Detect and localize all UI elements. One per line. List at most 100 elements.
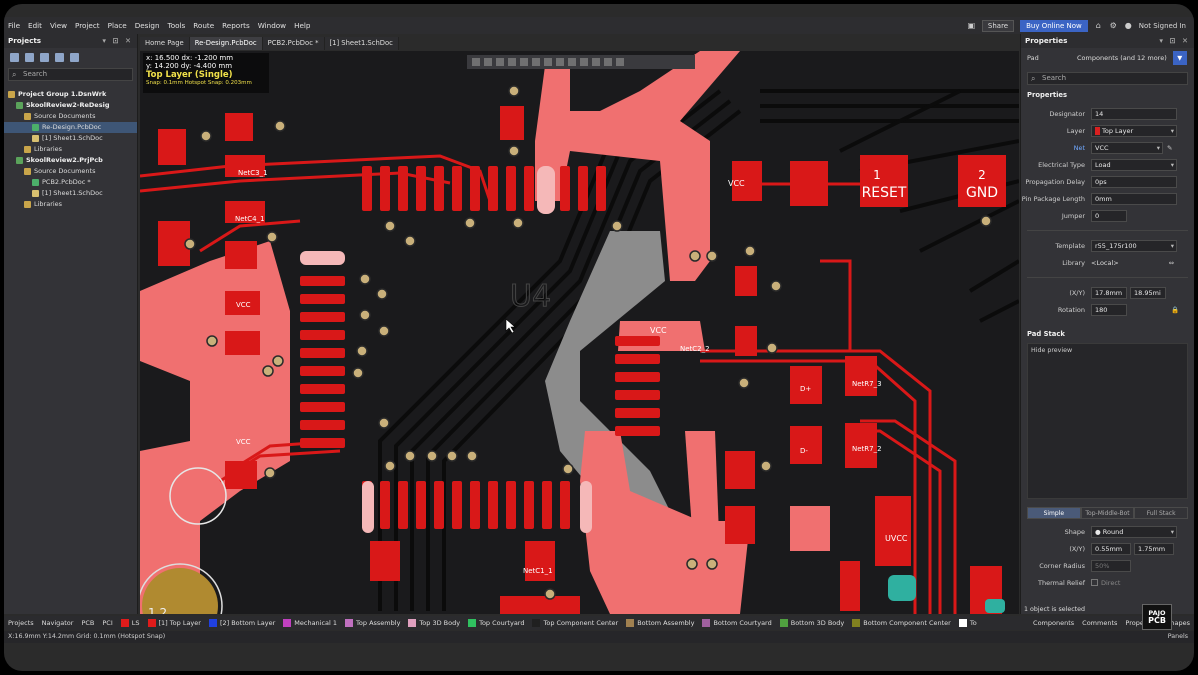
share-button[interactable]: Share [981, 19, 1015, 32]
via-icon[interactable] [544, 58, 552, 66]
pad-stack-tab[interactable]: Full Stack [1134, 507, 1189, 519]
layer-tab[interactable]: Top Component Center [528, 619, 622, 627]
home-icon[interactable]: ⌂ [1095, 21, 1101, 30]
layer-tab[interactable]: [2] Bottom Layer [205, 619, 279, 627]
pcb-drawing[interactable]: 1 RESET 2 GND NetC3_1 NetC4_1 VCC VCC VC… [140, 51, 1019, 614]
menu-route[interactable]: Route [193, 21, 215, 30]
electrical-type-select[interactable]: Load [1091, 158, 1177, 171]
layer-tab[interactable]: Bottom Courtyard [698, 619, 775, 627]
tree-item[interactable]: PCB2.PcbDoc * [4, 177, 137, 188]
layer-tab[interactable]: Bottom 3D Body [776, 619, 849, 627]
track-icon[interactable] [556, 58, 564, 66]
panel-tab[interactable]: Shapes [1166, 619, 1190, 627]
doc-tab[interactable]: Re-Design.PcbDoc [189, 37, 263, 50]
template-select[interactable]: r55_175r100 [1091, 239, 1177, 252]
filter-object-value[interactable]: Components (and 12 more) [1077, 54, 1167, 62]
lock-icon[interactable]: 🔒 [1171, 305, 1180, 314]
panels-button[interactable]: Panels [1167, 633, 1188, 640]
x-input[interactable]: 17.8mm [1091, 286, 1127, 299]
panel-tab[interactable]: Navigator [41, 619, 74, 627]
propagation-delay-input[interactable]: 0ps [1091, 175, 1177, 188]
filter-icon[interactable]: ▼ [1172, 51, 1187, 65]
tree-item[interactable]: Project Group 1.DsnWrk [4, 89, 137, 100]
filter-icon[interactable] [472, 58, 480, 66]
layer-tab[interactable]: Bottom Component Center [848, 619, 955, 627]
section-properties[interactable]: Properties [1027, 91, 1068, 99]
jumper-stepper[interactable]: 0 [1091, 209, 1127, 222]
pad-icon[interactable] [532, 58, 540, 66]
shape-y-input[interactable]: 1.75mm [1134, 542, 1174, 555]
pad-stack-tab[interactable]: Top-Middle-Bot [1080, 507, 1135, 519]
doc-tab[interactable]: PCB2.PcbDoc * [262, 37, 325, 50]
project-icon[interactable] [55, 52, 64, 62]
place-icon[interactable] [520, 58, 528, 66]
buy-online-button[interactable]: Buy Online Now [1020, 19, 1088, 32]
gear-icon[interactable]: ⚙ [1109, 21, 1117, 30]
sign-in-status[interactable]: Not Signed In [1138, 21, 1186, 30]
pen-icon[interactable]: ✎ [1167, 143, 1173, 152]
pcb-canvas[interactable]: 1 RESET 2 GND NetC3_1 NetC4_1 VCC VCC VC… [140, 51, 1019, 614]
panel-tab[interactable]: Components [1033, 619, 1075, 627]
tree-item[interactable]: Libraries [4, 199, 137, 210]
tree-item[interactable]: SkoolReview2-ReDesig [4, 100, 137, 111]
panel-controls[interactable]: ▾ ⊡ ✕ [102, 36, 133, 45]
panel-tab[interactable]: Comments [1082, 619, 1118, 627]
user-icon[interactable]: ● [1124, 21, 1132, 30]
save-icon[interactable] [25, 52, 34, 62]
tree-item[interactable]: Libraries [4, 144, 137, 155]
layer-tab[interactable]: Top Courtyard [464, 619, 528, 627]
tree-item[interactable]: Source Documents [4, 111, 137, 122]
menu-place[interactable]: Place [107, 21, 127, 30]
keepout-icon[interactable] [592, 58, 600, 66]
component-icon[interactable] [580, 58, 588, 66]
layer-tab[interactable]: [1] Top Layer [144, 619, 205, 627]
menu-help[interactable]: Help [294, 21, 311, 30]
layer-select[interactable]: Top Layer [1091, 124, 1177, 137]
measure-icon[interactable] [616, 58, 624, 66]
menu-window[interactable]: Window [257, 21, 287, 30]
menu-edit[interactable]: Edit [28, 21, 42, 30]
panel-tab[interactable]: PCB [81, 619, 95, 627]
panel-tab[interactable]: Projects [8, 619, 34, 627]
shape-x-input[interactable]: 0.55mm [1091, 542, 1131, 555]
layer-tab[interactable]: LS [117, 619, 144, 627]
gear-icon[interactable] [10, 52, 19, 62]
thermal-relief-checkbox[interactable] [1091, 579, 1098, 586]
menu-view[interactable]: View [49, 21, 68, 30]
pin-package-length-input[interactable]: 0mm [1091, 192, 1177, 205]
settings-icon[interactable] [70, 52, 79, 62]
panel-controls[interactable]: ▾ ⊡ ✕ [1159, 36, 1190, 45]
menu-file[interactable]: File [8, 21, 21, 30]
panel-tab[interactable]: PCI [102, 619, 113, 627]
doc-tab[interactable]: [1] Sheet1.SchDoc [324, 37, 399, 50]
menu-design[interactable]: Design [134, 21, 160, 30]
y-input[interactable]: 18.95mi [1130, 286, 1166, 299]
fill-icon[interactable] [568, 58, 576, 66]
rotation-input[interactable]: 180 [1091, 303, 1127, 316]
pad-stack-tab[interactable]: Simple [1027, 507, 1081, 519]
layer-tab[interactable]: Bottom Assembly [622, 619, 698, 627]
layer-tab[interactable]: Top 3D Body [404, 619, 464, 627]
route-icon[interactable] [484, 58, 492, 66]
layer-tab[interactable]: Mechanical 1 [279, 619, 341, 627]
properties-search-input[interactable]: Search [1027, 72, 1188, 85]
tree-item[interactable]: [1] Sheet1.SchDoc [4, 133, 137, 144]
tree-item[interactable]: SkoolReview2.PrjPcb [4, 155, 137, 166]
align-icon[interactable] [508, 58, 516, 66]
menu-reports[interactable]: Reports [222, 21, 250, 30]
shape-select[interactable]: ● Round [1091, 525, 1177, 538]
section-pad-stack[interactable]: Pad Stack [1027, 330, 1065, 338]
projects-search-input[interactable]: Search [8, 68, 133, 81]
link-icon[interactable]: ⇔ [1168, 258, 1175, 267]
designator-input[interactable]: 14 [1091, 107, 1177, 120]
camera-icon[interactable]: ▣ [967, 21, 976, 30]
doc-tab[interactable]: Home Page [140, 37, 190, 50]
tree-item[interactable]: Source Documents [4, 166, 137, 177]
tree-item[interactable]: Re-Design.PcbDoc [4, 122, 137, 133]
hide-preview-link[interactable]: Hide preview [1031, 347, 1073, 354]
folder-icon[interactable] [40, 52, 49, 62]
tree-item[interactable]: [1] Sheet1.SchDoc [4, 188, 137, 199]
menu-tools[interactable]: Tools [167, 21, 186, 30]
select-icon[interactable] [496, 58, 504, 66]
net-select[interactable]: VCC [1091, 141, 1163, 154]
